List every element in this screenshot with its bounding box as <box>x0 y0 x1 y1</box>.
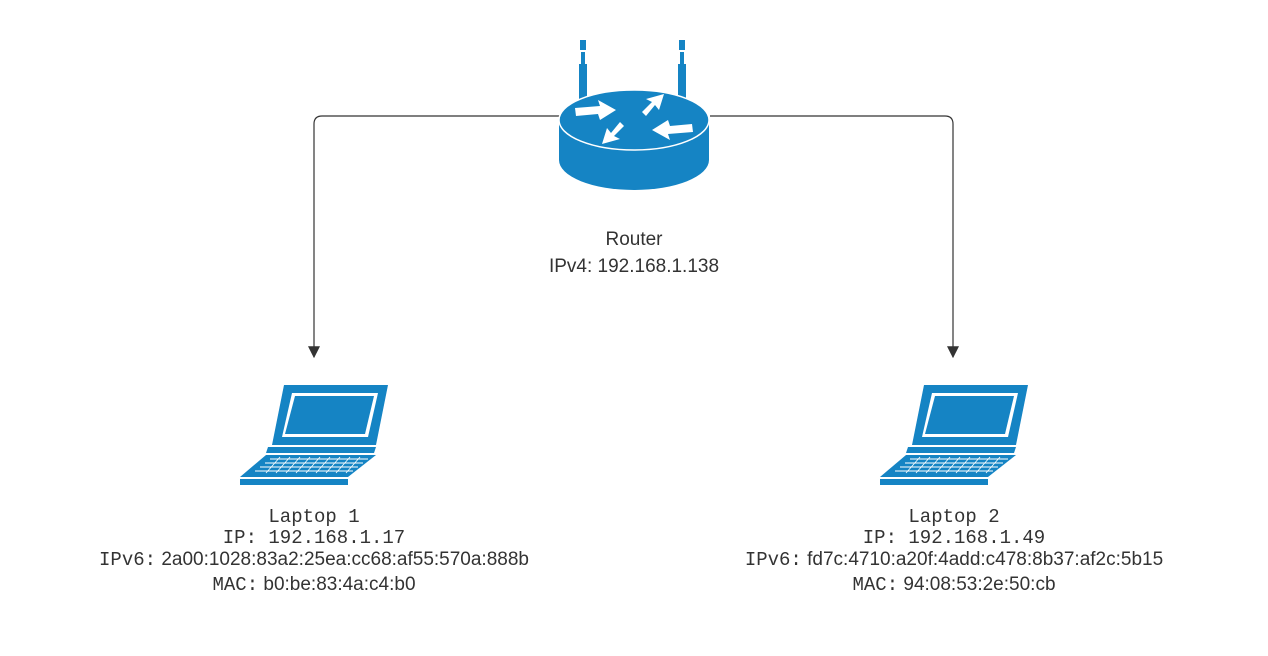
connector-router-laptop2 <box>710 115 959 359</box>
laptop1-ipv6: IPv6: 2a00:1028:83a2:25ea:cc68:af55:570a… <box>99 549 529 571</box>
laptop2-ipv6: IPv6: fd7c:4710:a20f:4add:c478:8b37:af2c… <box>744 549 1164 571</box>
router-ipv4: IPv4: 192.168.1.138 <box>548 256 720 277</box>
laptop1-mac: MAC: b0:be:83:4a:c4:b0 <box>212 574 416 596</box>
laptop2-ip: IP: 192.168.1.49 <box>862 527 1046 549</box>
router-name: Router <box>605 229 663 250</box>
router-label: Router IPv4: 192.168.1.138 <box>484 226 784 280</box>
laptop1-name: Laptop 1 <box>268 506 360 528</box>
laptop-icon <box>240 385 388 485</box>
laptop2-mac: MAC: 94:08:53:2e:50:cb <box>852 574 1056 596</box>
laptop2-name: Laptop 2 <box>908 506 1000 528</box>
laptop1-ip: IP: 192.168.1.17 <box>222 527 406 549</box>
laptop1-label: Laptop 1 IP: 192.168.1.17 IPv6: 2a00:102… <box>14 507 614 598</box>
laptop2-label: Laptop 2 IP: 192.168.1.49 IPv6: fd7c:471… <box>654 507 1254 598</box>
laptop-icon <box>880 385 1028 485</box>
connector-router-laptop1 <box>308 115 560 359</box>
router-icon <box>558 40 710 190</box>
